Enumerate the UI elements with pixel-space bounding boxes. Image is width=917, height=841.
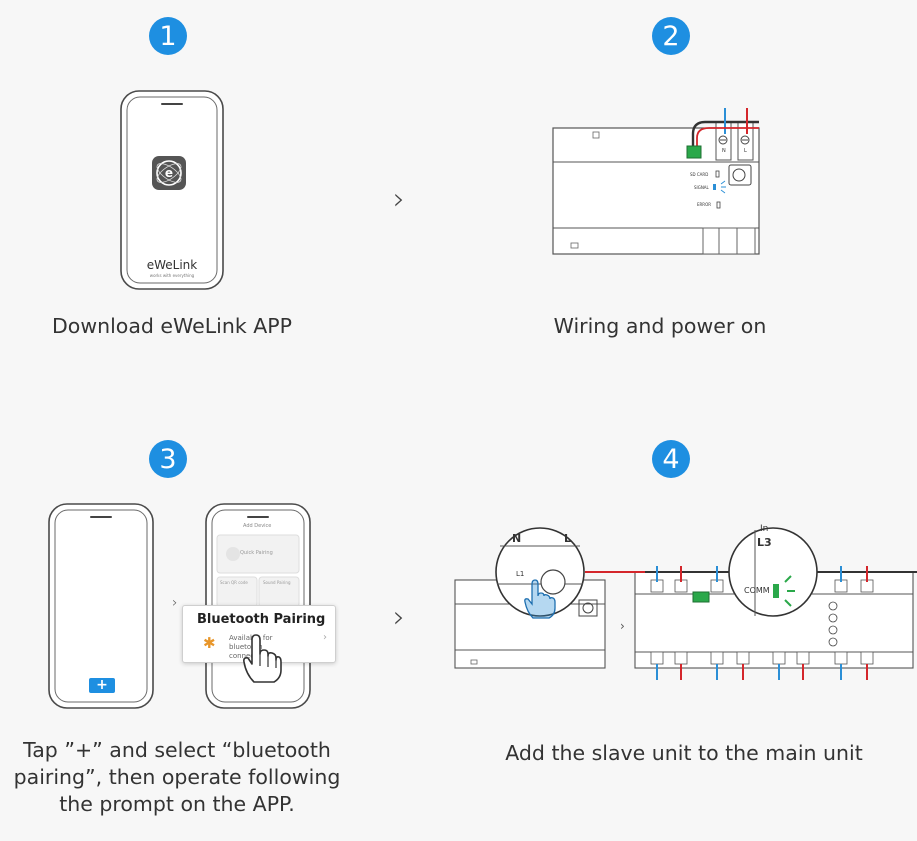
svg-text:e: e xyxy=(165,166,173,180)
app-scan-qr: Scan QR code xyxy=(220,580,248,585)
main-and-slave-unit-illustration: › xyxy=(454,527,917,680)
device-label-error: ERROR xyxy=(697,202,712,207)
phone-brand-text: eWeLink xyxy=(146,258,198,272)
bluetooth-pairing-title: Bluetooth Pairing xyxy=(197,612,326,627)
step-arrow: › xyxy=(393,600,405,635)
din-rail-device-illustration xyxy=(552,108,760,255)
app-sound-pairing: Sound Pairing xyxy=(263,580,291,585)
step-3-badge: 3 xyxy=(149,440,187,478)
step-1-badge: 1 xyxy=(149,17,187,55)
device-label-signal: SIGNAL xyxy=(694,185,709,190)
phone-illustration-ewelink: e xyxy=(120,90,224,290)
zoom-label-in: In xyxy=(760,524,769,534)
tap-hand-icon xyxy=(524,579,556,619)
step-3-caption-line: the prompt on the APP. xyxy=(59,792,295,816)
terminal-label-n: N xyxy=(722,148,726,154)
plus-add-button[interactable]: + xyxy=(89,678,115,693)
phone-illustration-empty xyxy=(48,503,154,709)
step-3-caption: Tap ”+” and select “bluetooth pairing”, … xyxy=(0,737,354,818)
step-3-caption-line: Tap ”+” and select “bluetooth xyxy=(23,738,331,762)
step-4-badge: 4 xyxy=(652,440,690,478)
bluetooth-icon: ✱ xyxy=(203,634,216,652)
step-arrow: › xyxy=(393,182,405,217)
svg-text:›: › xyxy=(620,619,625,633)
app-header-text: Add Device xyxy=(243,523,272,529)
zoom-label-n: N xyxy=(512,532,522,545)
step-2-caption: Wiring and power on xyxy=(553,314,767,338)
tap-hand-icon xyxy=(243,634,282,683)
zoom-label-l: L xyxy=(564,532,572,545)
device-label-sd-card: SD CARD xyxy=(690,172,709,177)
step-3-caption-line: pairing”, then operate following xyxy=(13,765,341,789)
terminal-label-l: L xyxy=(744,148,747,154)
bluetooth-pairing-subtitle: Available for bluetooth connection. xyxy=(229,634,273,660)
zoom-label-l3: L3 xyxy=(757,536,772,549)
step-4-caption: Add the slave unit to the main unit xyxy=(505,741,863,765)
step-1-caption: Download eWeLink APP xyxy=(52,314,292,338)
zoom-label-comm: COMM xyxy=(744,586,770,595)
zoom-label-l1: L1 xyxy=(516,570,525,578)
small-arrow: › xyxy=(172,595,178,611)
phone-tagline-text: works with everything xyxy=(149,273,195,278)
app-quick-pairing: Quick Pairing xyxy=(240,550,273,556)
chevron-right-icon: › xyxy=(323,632,327,643)
step-2-badge: 2 xyxy=(652,17,690,55)
